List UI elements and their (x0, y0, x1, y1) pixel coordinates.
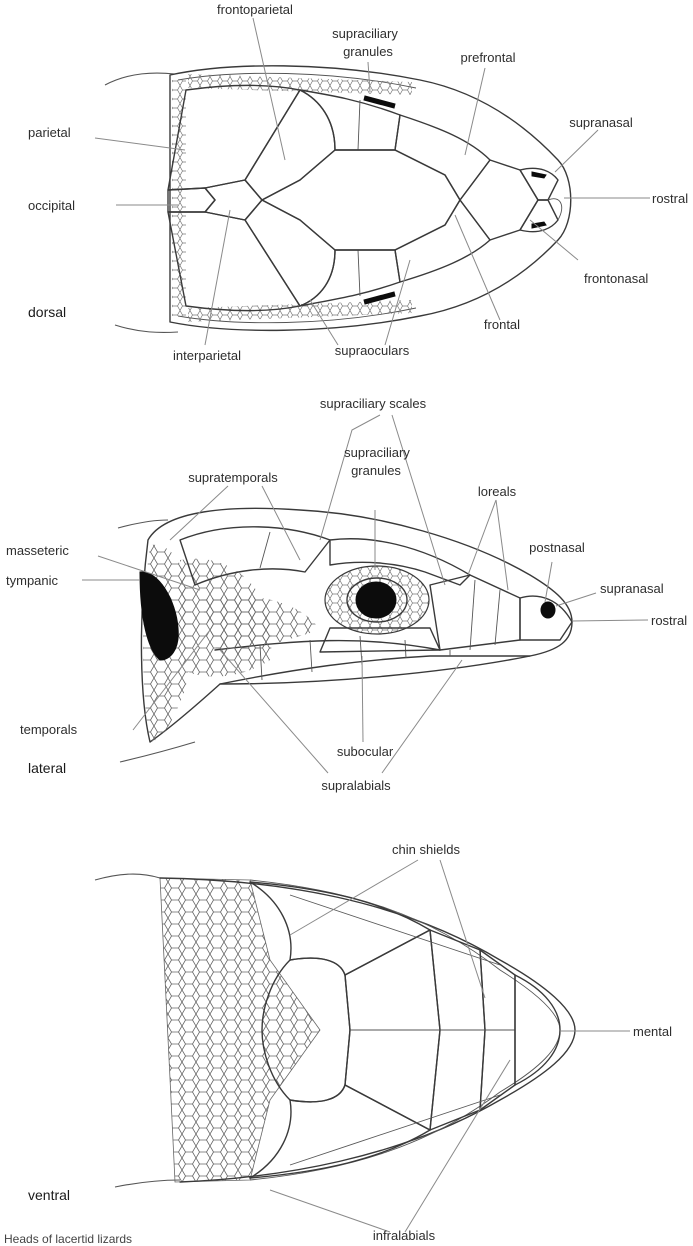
label-postnasal: postnasal (529, 540, 585, 555)
label-occipital: occipital (28, 198, 75, 213)
label-frontal: frontal (484, 317, 520, 332)
label-supranasal-lateral: supranasal (600, 581, 664, 596)
label-supraciliary-granules-line2: granules (343, 44, 393, 59)
label-temporals: temporals (20, 722, 78, 737)
label-supraoculars: supraoculars (335, 343, 410, 358)
label-supratemporals: supratemporals (188, 470, 278, 485)
label-infralabials: infralabials (373, 1228, 436, 1243)
label-supralabials: supralabials (321, 778, 391, 793)
label-supraciliary-granules-line1: supraciliary (332, 26, 398, 41)
label-mental: mental (633, 1024, 672, 1039)
label-rostral-lateral: rostral (651, 613, 687, 628)
ventral-view (95, 874, 575, 1187)
ventral-labels: chin shields mental ventral infralabials (28, 842, 672, 1243)
dorsal-view (105, 66, 571, 333)
figure-caption: Heads of lacertid lizards (4, 1232, 132, 1246)
label-chin-shields: chin shields (392, 842, 460, 857)
label-prefrontal: prefrontal (461, 50, 516, 65)
label-subocular: subocular (337, 744, 394, 759)
label-parietal: parietal (28, 125, 71, 140)
label-tympanic: tympanic (6, 573, 59, 588)
label-supraciliary-scales: supraciliary scales (320, 396, 427, 411)
label-supranasal-dorsal: supranasal (569, 115, 633, 130)
ventral-leaders (270, 860, 630, 1232)
label-supraciliary-granules-lateral-line2: granules (351, 463, 401, 478)
view-label-lateral: lateral (28, 760, 66, 776)
label-supraciliary-granules-lateral-line1: supraciliary (344, 445, 410, 460)
view-label-ventral: ventral (28, 1187, 70, 1203)
eye (356, 582, 396, 618)
view-label-dorsal: dorsal (28, 304, 66, 320)
label-interparietal: interparietal (173, 348, 241, 363)
label-frontonasal: frontonasal (584, 271, 648, 286)
label-loreals: loreals (478, 484, 517, 499)
label-masseteric: masseteric (6, 543, 69, 558)
label-rostral-dorsal: rostral (652, 191, 688, 206)
lateral-view (118, 508, 572, 762)
label-frontoparietal: frontoparietal (217, 2, 293, 17)
nostril (541, 602, 555, 618)
